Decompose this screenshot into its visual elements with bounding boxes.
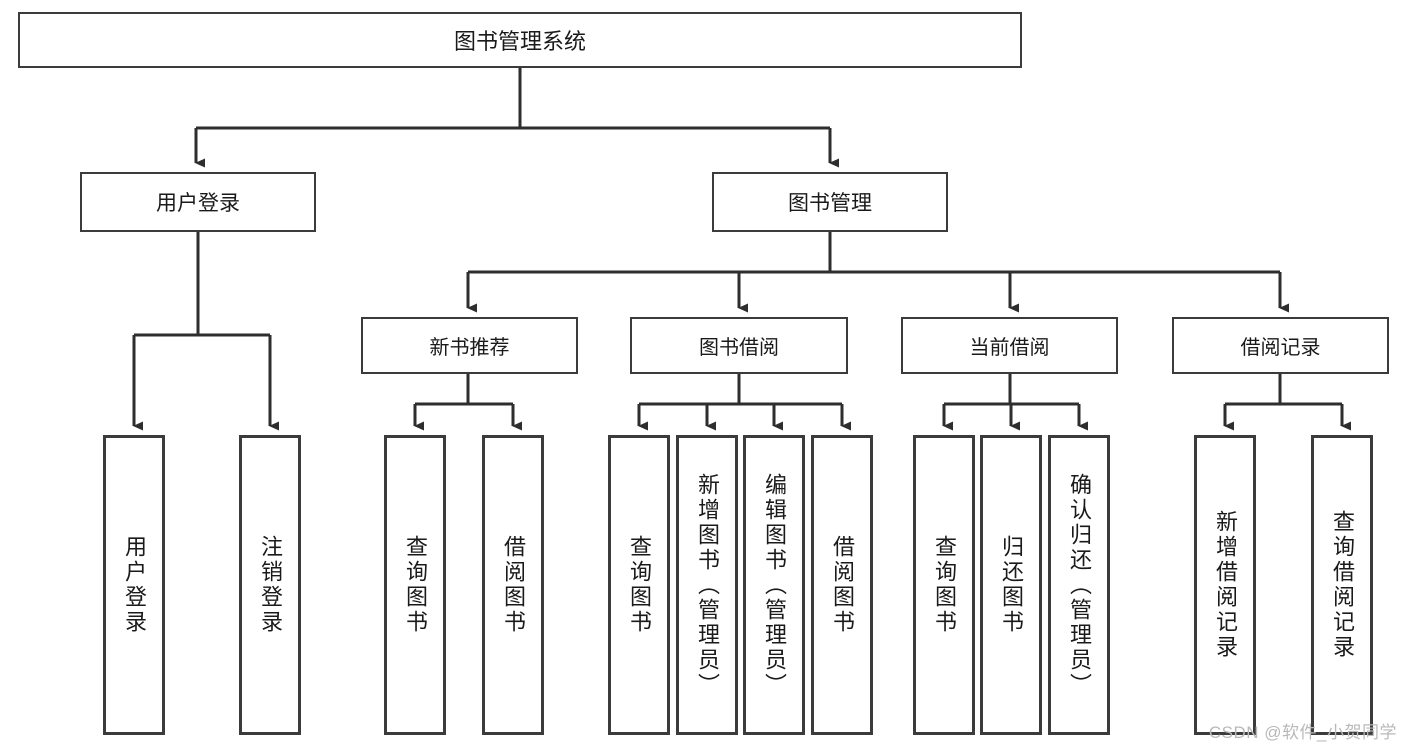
node-new-book-recommend[interactable]: 新书推荐 [361,317,578,374]
leaf-query-borrow-record[interactable]: 查询借阅记录 [1311,435,1373,735]
node-label: 用户登录 [156,192,240,215]
node-borrow-record[interactable]: 借阅记录 [1172,317,1389,374]
leaf-query-book-borrow[interactable]: 查询图书 [608,435,670,735]
leaf-label: 借阅图书 [830,535,855,635]
leaf-user-logout[interactable]: 注销登录 [239,435,301,735]
node-label: 当前借阅 [969,337,1050,359]
leaf-user-login[interactable]: 用户登录 [103,435,165,735]
leaf-label: 归还图书 [999,535,1024,635]
leaf-query-book-recommend[interactable]: 查询图书 [384,435,446,735]
leaf-label: 新增借阅记录 [1213,510,1238,660]
node-root-system[interactable]: 图书管理系统 [18,12,1022,68]
node-label: 新书推荐 [429,337,510,359]
node-book-borrow[interactable]: 图书借阅 [630,317,848,374]
leaf-label: 用户登录 [122,535,147,635]
leaf-query-book-current[interactable]: 查询图书 [913,435,975,735]
node-label: 图书管理 [788,192,872,215]
leaf-return-book[interactable]: 归还图书 [980,435,1042,735]
leaf-label: 新增图书（管理员） [695,472,720,698]
node-current-borrow[interactable]: 当前借阅 [901,317,1118,374]
watermark: CSDN @软件_小贺同学 [1208,723,1397,742]
leaf-add-borrow-record[interactable]: 新增借阅记录 [1194,435,1256,735]
leaf-borrow-book[interactable]: 借阅图书 [811,435,873,735]
leaf-borrow-book-recommend[interactable]: 借阅图书 [482,435,544,735]
leaf-label: 查询图书 [932,535,957,635]
node-book-management[interactable]: 图书管理 [712,172,948,232]
node-label: 图书管理系统 [453,29,586,54]
leaf-confirm-return-admin[interactable]: 确认归还（管理员） [1048,435,1110,735]
leaf-label: 查询借阅记录 [1330,510,1355,660]
leaf-edit-book-admin[interactable]: 编辑图书（管理员） [743,435,805,735]
node-label: 借阅记录 [1240,337,1321,359]
node-label: 图书借阅 [699,337,779,359]
leaf-label: 查询图书 [403,535,428,635]
leaf-label: 注销登录 [258,535,283,635]
leaf-label: 确认归还（管理员） [1067,472,1092,698]
leaf-label: 查询图书 [627,535,652,635]
node-user-login[interactable]: 用户登录 [80,172,316,232]
leaf-label: 编辑图书（管理员） [762,472,787,698]
leaf-add-book-admin[interactable]: 新增图书（管理员） [676,435,738,735]
leaf-label: 借阅图书 [501,535,526,635]
